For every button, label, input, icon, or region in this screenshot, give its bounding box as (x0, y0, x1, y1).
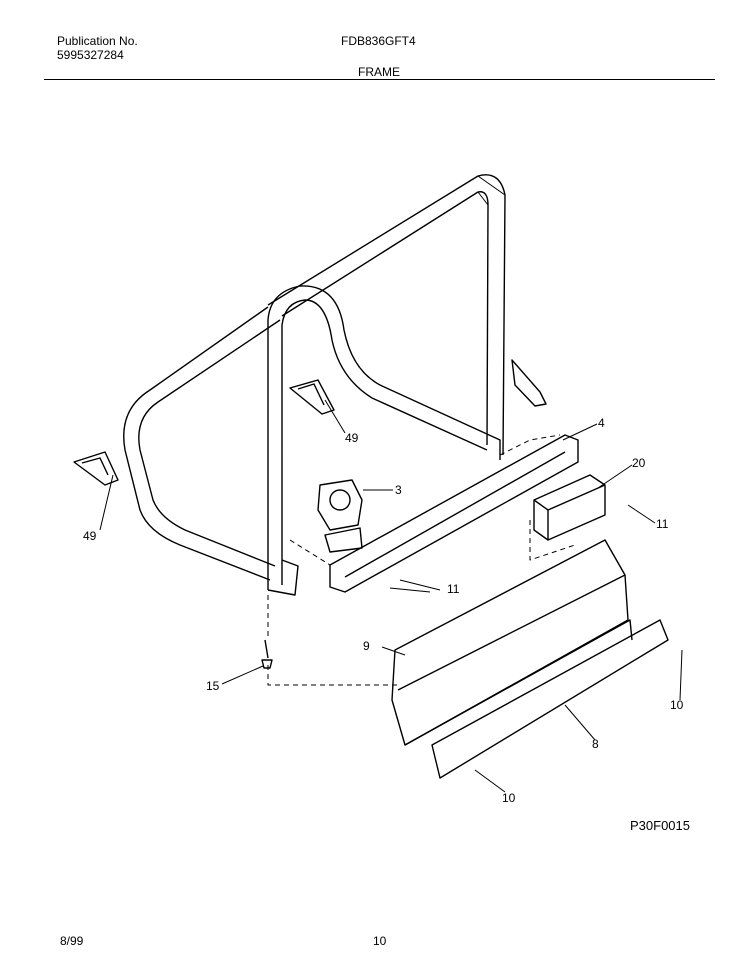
callout-20: 20 (632, 456, 646, 470)
rear-frame (267, 174, 506, 456)
screw-15 (261, 639, 273, 669)
alignment-lines (267, 434, 576, 686)
model-number: FDB836GFT4 (341, 34, 416, 48)
callout-10-bottom: 10 (502, 791, 516, 805)
publication-number: 5995327284 (57, 48, 124, 62)
left-base-frame (123, 306, 281, 581)
callout-11-right: 11 (656, 517, 669, 531)
header-rule (44, 79, 715, 80)
leveling-leg-left (73, 451, 119, 486)
callout-3: 3 (395, 483, 402, 497)
publication-label: Publication No. (57, 34, 138, 48)
callout-11-center: 11 (447, 582, 460, 596)
callout-10-right: 10 (670, 698, 684, 712)
front-frame (267, 285, 501, 596)
bracket (533, 474, 606, 541)
leader-lines (99, 399, 683, 793)
rear-foot (511, 359, 547, 407)
callout-8: 8 (592, 737, 599, 751)
callout-49-center: 49 (345, 431, 359, 445)
inlet-valve (317, 479, 363, 553)
callout-9: 9 (363, 639, 370, 653)
callout-4: 4 (598, 416, 605, 430)
callout-49-left: 49 (83, 529, 97, 543)
leveling-leg-center (289, 379, 335, 415)
kickplate (431, 619, 669, 779)
footer-date: 8/99 (60, 934, 84, 948)
figure-code: P30F0015 (630, 818, 690, 833)
page-number: 10 (373, 934, 387, 948)
section-title: FRAME (358, 65, 400, 79)
callout-15: 15 (206, 679, 220, 693)
toe-panel (391, 539, 633, 746)
front-rail (329, 434, 579, 593)
